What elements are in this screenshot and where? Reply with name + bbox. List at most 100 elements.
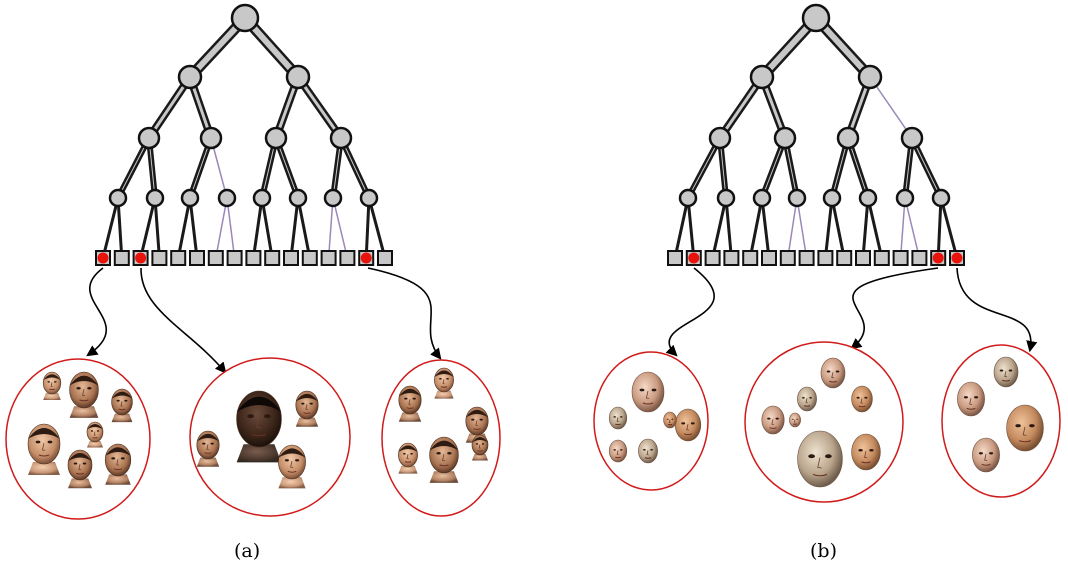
face-thumbnail	[851, 433, 881, 471]
eye	[1015, 424, 1021, 428]
nose	[206, 444, 209, 450]
eye	[681, 422, 686, 425]
eye	[858, 448, 863, 452]
eye	[974, 396, 979, 399]
hair	[398, 445, 418, 452]
leaf-edge	[289, 197, 300, 259]
tree-nodes	[667, 3, 965, 266]
tree-node	[900, 126, 924, 150]
eye	[989, 452, 994, 455]
leaf-box	[339, 250, 356, 266]
leaf-edge	[260, 197, 274, 259]
face-thumbnail	[797, 386, 817, 412]
eye	[82, 462, 87, 465]
mouth	[615, 423, 621, 426]
leaf-edge	[364, 197, 371, 259]
leaf-edge	[787, 197, 798, 259]
mouth	[118, 408, 126, 411]
eye	[1008, 369, 1013, 372]
eye	[613, 449, 617, 451]
leaf-edge	[332, 197, 349, 259]
leaf-box	[742, 250, 759, 266]
tree-node	[177, 64, 203, 90]
selected-leaf	[360, 252, 372, 264]
tree-node	[858, 188, 878, 208]
mouth	[439, 464, 449, 467]
hair	[434, 370, 454, 377]
eye	[796, 418, 798, 420]
eye	[446, 377, 450, 380]
eye	[90, 430, 94, 432]
neck	[472, 454, 488, 461]
leaf-box	[761, 250, 777, 266]
eye	[264, 414, 271, 419]
eye	[412, 397, 416, 400]
eye	[438, 377, 442, 380]
leaf-edge	[711, 197, 728, 259]
tree-node	[329, 126, 353, 150]
mouth	[812, 473, 828, 477]
nose	[969, 398, 973, 405]
neck	[398, 465, 418, 474]
leaf-box	[798, 250, 815, 266]
eye	[284, 459, 289, 462]
eye	[301, 402, 305, 405]
face-thumbnail	[1006, 404, 1044, 452]
tree-node	[801, 3, 831, 33]
leaf-box	[855, 250, 871, 266]
neck	[196, 457, 220, 467]
neck	[429, 471, 459, 483]
mouth	[473, 428, 481, 430]
neck	[111, 413, 133, 423]
leaf-box	[151, 250, 168, 266]
nose	[771, 419, 774, 425]
face-thumbnail	[993, 356, 1019, 388]
cluster-arrow	[665, 267, 715, 357]
neck	[69, 406, 99, 418]
leaf-box	[836, 250, 853, 266]
eye	[73, 462, 78, 465]
face-thumbnail	[236, 390, 282, 463]
hair	[196, 433, 220, 442]
leaf-edge	[139, 197, 157, 259]
eye	[619, 416, 623, 418]
face-thumbnail	[608, 439, 628, 463]
tree-node	[285, 64, 311, 90]
neck	[43, 392, 61, 401]
mouth	[76, 472, 84, 475]
eye	[809, 396, 813, 399]
tree-edge-fill	[117, 137, 150, 199]
eye	[47, 440, 53, 444]
eye	[116, 399, 120, 402]
leaf-edge	[176, 197, 192, 259]
nose	[668, 419, 671, 423]
eye	[808, 454, 815, 459]
nose	[256, 417, 261, 429]
mouth	[966, 407, 976, 410]
panel-a	[5, 3, 501, 520]
eye	[767, 417, 771, 420]
eye	[447, 451, 452, 455]
leaf-box	[264, 250, 281, 266]
leaf-edge	[823, 197, 834, 259]
mouth	[615, 456, 621, 459]
eye	[619, 449, 623, 451]
nose	[408, 399, 411, 405]
leaf-edge	[899, 197, 906, 259]
hair	[28, 428, 60, 439]
nose	[41, 442, 46, 451]
face-thumbnail	[111, 388, 133, 423]
hair	[69, 375, 99, 386]
tree-node	[264, 126, 288, 150]
mouth	[1002, 379, 1010, 382]
face-thumbnail	[42, 371, 62, 401]
selected-leaf	[135, 252, 147, 264]
tree-node	[678, 188, 698, 208]
nose	[50, 382, 53, 387]
nose	[805, 398, 808, 404]
neck	[398, 412, 422, 422]
neck	[28, 462, 60, 475]
eye	[1029, 424, 1035, 428]
hair	[68, 453, 92, 462]
eye	[475, 443, 479, 445]
